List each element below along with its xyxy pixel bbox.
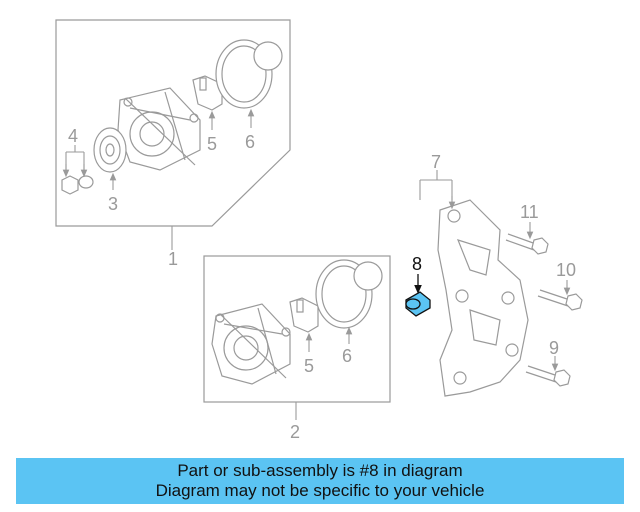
alternator-1 [117, 87, 201, 171]
callout-6-top: 6 [245, 132, 255, 152]
callout-8[interactable]: 8 [412, 254, 422, 274]
callout-6-bottom: 6 [342, 346, 352, 366]
callout-2: 2 [290, 422, 300, 442]
bolt-10 [537, 289, 583, 311]
assembly-1-frame [55, 19, 291, 227]
callout-9: 9 [549, 338, 559, 358]
callout-3: 3 [108, 194, 118, 214]
info-banner: Part or sub-assembly is #8 in diagram Di… [16, 458, 624, 504]
callout-1: 1 [168, 249, 178, 269]
bracket-7 [437, 199, 529, 397]
pulley-3 [93, 127, 127, 173]
bushing-8[interactable] [405, 291, 431, 317]
callout-10: 10 [556, 260, 576, 280]
cover-6-top [215, 39, 283, 109]
bolt-9 [525, 365, 571, 387]
banner-line-2: Diagram may not be specific to your vehi… [155, 481, 485, 500]
bolt-11 [505, 233, 549, 255]
regulator-5-top [192, 75, 223, 111]
nut-4 [61, 175, 94, 195]
callout-4: 4 [68, 126, 78, 146]
assembly-2-frame [203, 255, 391, 403]
banner-line-1: Part or sub-assembly is #8 in diagram [177, 461, 463, 480]
callout-7: 7 [431, 152, 441, 172]
alternator-2 [211, 303, 291, 385]
callout-5-bottom: 5 [304, 356, 314, 376]
callout-11: 11 [520, 202, 539, 222]
callout-5-top: 5 [207, 134, 217, 154]
cover-6-bottom [315, 259, 383, 329]
regulator-5-bottom [289, 297, 319, 333]
